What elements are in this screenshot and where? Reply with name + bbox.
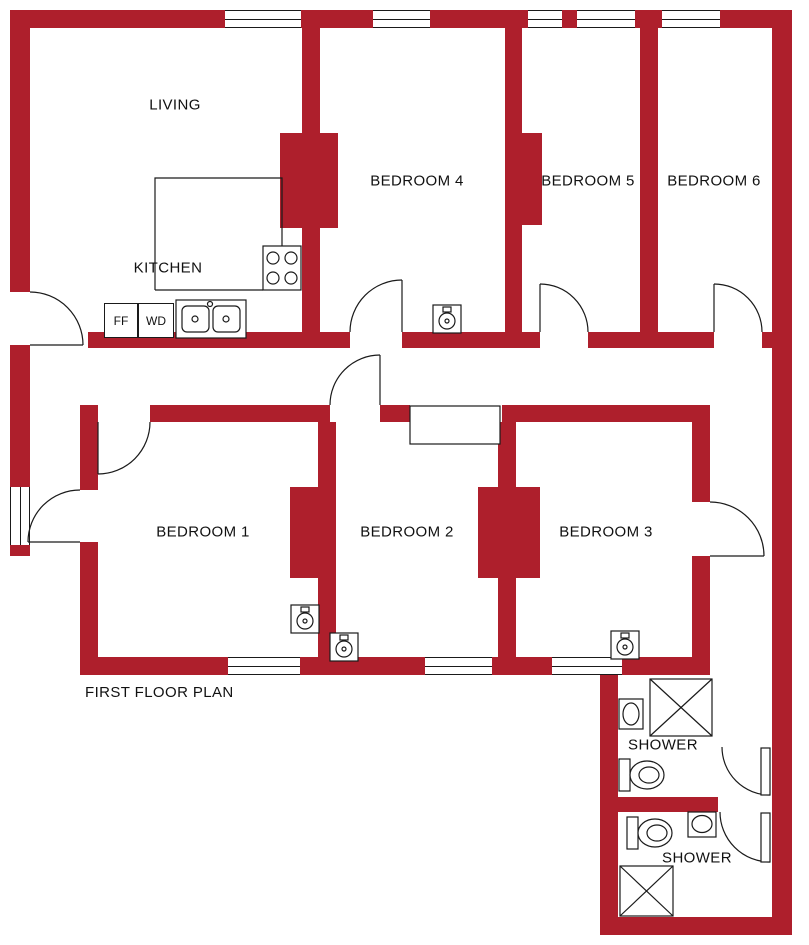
kitchen-counter (154, 177, 283, 291)
room-label-bedroom2: BEDROOM 2 (360, 523, 454, 541)
wash-basin-bedroom4 (432, 304, 462, 334)
door-opening-bedroom5 (540, 332, 588, 348)
pier-living-bedroom4 (280, 133, 338, 228)
door-swing-bedroom1 (97, 421, 151, 475)
room-label-shower1: SHOWER (628, 736, 698, 754)
wall-shower-left (600, 657, 618, 935)
door-swing-shower1 (721, 746, 771, 796)
door-swing-bedroom2 (329, 354, 381, 406)
room-label-bedroom4: BEDROOM 4 (370, 172, 464, 190)
pier-bedroom2-bedroom3 (478, 487, 540, 578)
door-opening-lobby (80, 490, 98, 542)
wall-topwing-bottom (88, 332, 792, 348)
toilet-shower1-icon (618, 758, 665, 792)
door-opening-bedroom4 (350, 332, 402, 348)
door-opening-bedroom2 (330, 405, 380, 422)
wall-exterior-left (10, 10, 30, 556)
window-bedroom5-b (577, 10, 635, 28)
room-label-bedroom1: BEDROOM 1 (156, 523, 250, 541)
shower-tray-1-icon (649, 678, 713, 737)
wash-basin-bedroom3 (610, 630, 640, 660)
pier-bedroom1-bedroom2 (290, 487, 336, 578)
window-bedroom4 (373, 10, 430, 28)
wall-shower-mid (600, 797, 718, 812)
window-bedroom1 (228, 657, 300, 675)
door-opening-bedroom1 (98, 405, 150, 422)
door-opening-bedroom6 (714, 332, 762, 348)
shower-tray-2-icon (619, 865, 674, 917)
wash-basin-bedroom1 (290, 604, 320, 634)
wall-bedroom5-bedroom6 (640, 28, 658, 332)
door-opening-bedroom3 (692, 502, 710, 556)
door-swing-bedroom3 (709, 501, 765, 557)
window-bedroom2 (425, 657, 492, 675)
toilet-shower2-icon (626, 816, 673, 850)
wall-shower-bottom (600, 917, 792, 935)
pier-bedroom4-bedroom5 (505, 133, 542, 225)
door-swing-bedroom4 (349, 279, 403, 333)
door-swing-bedroom5 (539, 283, 589, 333)
room-label-kitchen: KITCHEN (133, 259, 203, 277)
room-label-bedroom5: BEDROOM 5 (541, 172, 635, 190)
closet-bedroom2 (409, 405, 501, 445)
room-label-bedroom3: BEDROOM 3 (559, 523, 653, 541)
hob-icon (262, 245, 302, 291)
window-bedroom5-a (528, 10, 562, 28)
basin-shower2-icon (687, 811, 717, 838)
window-living (225, 10, 301, 28)
washer-dryer-unit: WD (138, 303, 174, 338)
wall-bottomwing-top (88, 405, 710, 422)
door-swing-lobby (27, 489, 81, 543)
door-swing-entry (29, 291, 84, 346)
plan-title: FIRST FLOOR PLAN (85, 684, 234, 701)
room-label-shower2: SHOWER (662, 849, 732, 867)
window-lobby-left (10, 487, 30, 545)
kitchen-sink-icon (175, 299, 247, 339)
room-label-living: LIVING (149, 96, 201, 114)
wall-exterior-right (772, 10, 792, 935)
door-swing-bedroom6 (713, 283, 763, 333)
room-label-bedroom6: BEDROOM 6 (667, 172, 761, 190)
fridge-freezer-unit: FF (104, 303, 138, 338)
door-opening-entry-left (10, 292, 30, 345)
wash-basin-bedroom2 (329, 632, 359, 662)
basin-shower1-icon (618, 698, 644, 730)
door-swing-shower2 (719, 811, 771, 863)
window-bedroom6 (662, 10, 720, 28)
window-bedroom3 (552, 657, 622, 675)
